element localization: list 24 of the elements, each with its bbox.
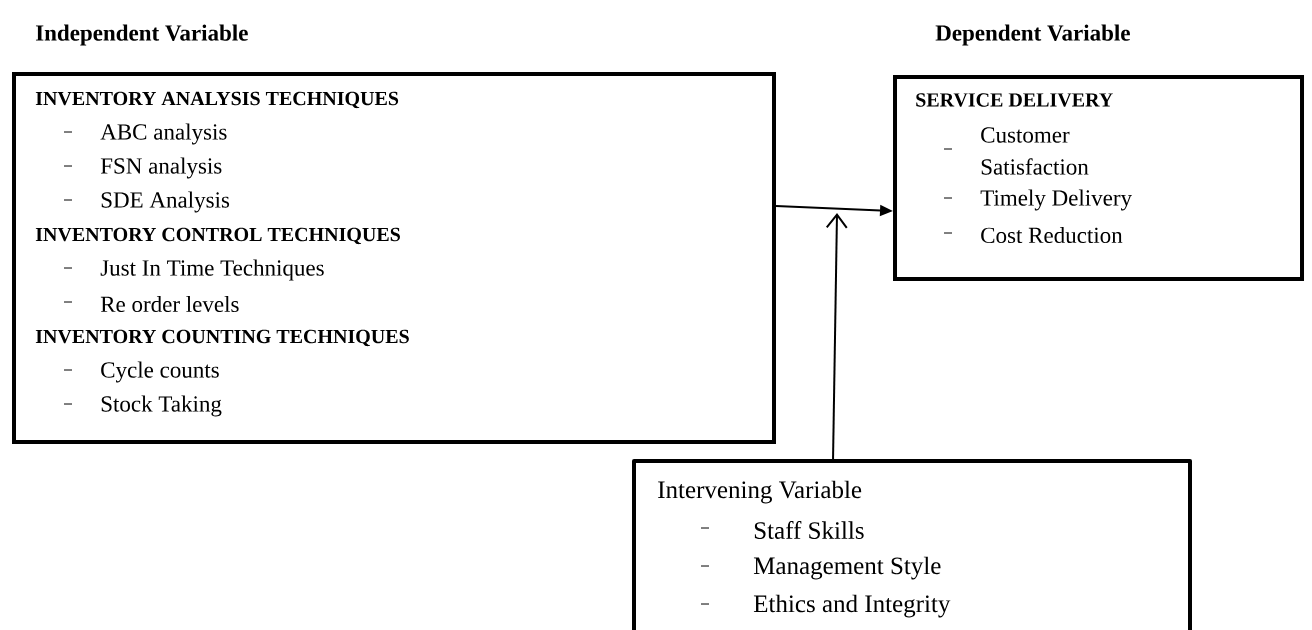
box-heading: Intervening Variable (658, 480, 862, 504)
arrow (825, 213, 848, 462)
section-heading: INVENTORY CONTROL TECHNIQUES (35, 227, 400, 245)
column-heading: Dependent Variable (935, 24, 1130, 46)
list-item: Cost Reduction (981, 226, 1123, 244)
list-item: SDE Analysis (101, 191, 230, 213)
list-item: Stock Taking (101, 395, 222, 417)
list-item: FSN analysis (100, 157, 222, 179)
list-item: Re order levels (100, 295, 239, 313)
section-heading: INVENTORY ANALYSIS TECHNIQUES (35, 91, 399, 109)
variable-box (632, 459, 1192, 630)
list-item: Staff Skills (754, 521, 864, 539)
list-item: ABC analysis (100, 123, 227, 145)
section-heading: SERVICE DELIVERY (916, 93, 1113, 107)
list-item: Ethics and Integrity (753, 594, 951, 618)
list-item: Cycle counts (101, 361, 219, 383)
list-item: Just In Time Techniques (100, 259, 324, 281)
section-heading: INVENTORY COUNTING TECHNIQUES (35, 329, 409, 347)
variable-box (893, 75, 1304, 281)
column-heading: Independent Variable (35, 24, 248, 46)
list-item: Management Style (753, 556, 941, 580)
variable-box (12, 72, 776, 444)
list-item: Customer Satisfaction (981, 127, 1089, 175)
list-item: Timely Delivery (980, 189, 1132, 211)
